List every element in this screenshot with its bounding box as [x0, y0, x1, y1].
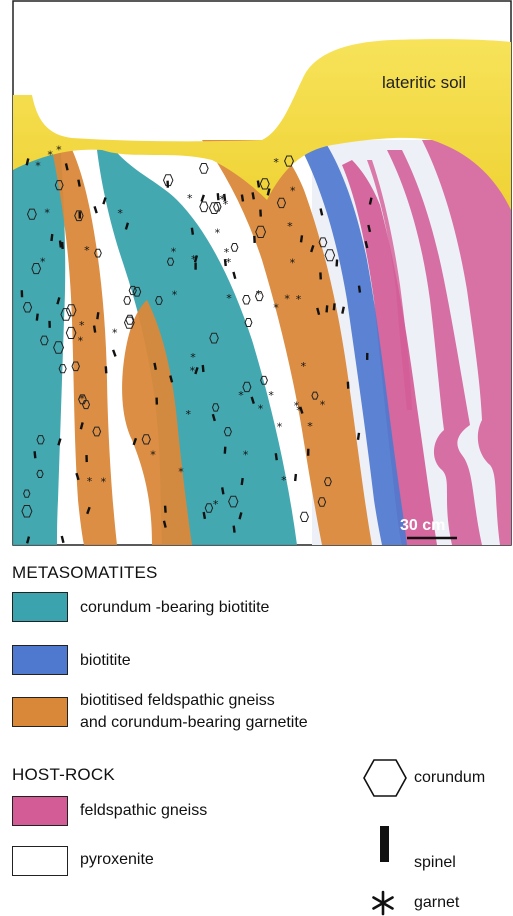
- garnet-symbol: *: [301, 360, 307, 373]
- spinel-symbol: [259, 209, 262, 216]
- garnet-symbol: *: [215, 226, 221, 239]
- garnet-symbol: *: [268, 389, 274, 402]
- spinel-symbol: [61, 242, 64, 249]
- garnet-symbol: *: [191, 253, 197, 266]
- spinel-symbol: [166, 181, 169, 188]
- swatch-biotitised-gneiss: [12, 697, 68, 727]
- label-corundum-bearing-biotitite: corundum -bearing biotitite: [80, 598, 269, 618]
- garnet-symbol: *: [47, 148, 53, 161]
- label-corundum: corundum: [414, 768, 485, 788]
- spinel-symbol: [347, 382, 350, 389]
- garnet-symbol: *: [273, 301, 279, 314]
- host-rock-heading: HOST-ROCK: [12, 765, 115, 785]
- spinel-symbol: [21, 290, 24, 297]
- label-spinel: spinel: [414, 853, 456, 873]
- label-biotitised-gneiss-line1: biotitised feldspathic gneiss: [80, 691, 275, 711]
- garnet-symbol: *: [186, 408, 192, 421]
- spinel-symbol: [48, 321, 51, 328]
- garnet-symbol: *: [273, 156, 279, 169]
- label-garnet: garnet: [414, 893, 459, 913]
- spinel-symbol: [79, 212, 82, 219]
- garnet-symbol: *: [213, 498, 219, 511]
- garnet-symbol: *: [190, 351, 196, 364]
- garnet-symbol: *: [178, 466, 184, 479]
- garnet-symbol: *: [172, 288, 178, 301]
- spinel-symbol: [335, 259, 338, 266]
- garnet-symbol: *: [307, 420, 313, 433]
- corundum-biotitite-left: [13, 140, 65, 545]
- garnet-symbol: *: [56, 143, 62, 156]
- label-feldspathic-gneiss: feldspathic gneiss: [80, 801, 207, 821]
- label-pyroxenite: pyroxenite: [80, 850, 154, 870]
- garnet-symbol: *: [320, 399, 326, 412]
- garnet-symbol: *: [296, 404, 302, 417]
- spinel-symbol: [224, 447, 227, 454]
- garnet-symbol: *: [226, 256, 232, 269]
- garnet-symbol: *: [40, 256, 46, 269]
- garnet-symbol: *: [296, 293, 302, 306]
- spinel-symbol: [253, 236, 256, 243]
- label-biotitised-gneiss-line2: and corundum-bearing garnetite: [80, 713, 308, 733]
- garnet-symbol: *: [84, 244, 90, 257]
- garnet-symbol: *: [243, 448, 249, 461]
- soil-label: lateritic soil: [382, 73, 466, 92]
- hexagon-icon: [362, 758, 408, 798]
- spinel-symbol: [319, 272, 322, 279]
- garnet-symbol: *: [171, 246, 177, 259]
- spinel-symbol: [307, 449, 310, 456]
- garnet-symbol: *: [277, 421, 283, 434]
- spinel-symbol: [155, 398, 158, 405]
- garnet-symbol: *: [87, 475, 93, 488]
- spinel-symbol: [85, 455, 88, 462]
- garnet-symbol: *: [226, 292, 232, 305]
- swatch-feldspathic-gneiss: [12, 796, 68, 826]
- bar-icon: [378, 824, 392, 864]
- asterisk-icon: [370, 890, 396, 916]
- garnet-symbol: *: [287, 220, 293, 233]
- garnet-symbol: *: [101, 476, 107, 489]
- scale-label: 30 cm: [400, 517, 445, 534]
- metasomatites-heading: METASOMATITES: [12, 563, 158, 583]
- garnet-symbol: *: [112, 327, 118, 340]
- garnet-symbol: *: [238, 389, 244, 402]
- garnet-symbol: *: [223, 198, 229, 211]
- garnet-symbol: *: [150, 449, 156, 462]
- garnet-symbol: *: [284, 293, 290, 306]
- spinel-symbol: [105, 366, 108, 373]
- garnet-symbol: *: [78, 335, 84, 348]
- swatch-pyroxenite: [12, 846, 68, 876]
- garnet-symbol: *: [35, 160, 41, 173]
- garnet-symbol: *: [79, 319, 85, 332]
- garnet-symbol: *: [44, 207, 50, 220]
- swatch-biotitite: [12, 645, 68, 675]
- swatch-corundum-bearing-biotitite: [12, 592, 68, 622]
- garnet-symbol: *: [117, 207, 123, 220]
- garnet-symbol: *: [187, 192, 193, 205]
- geological-section: ****************************************…: [12, 0, 512, 546]
- label-biotitite: biotitite: [80, 651, 131, 671]
- garnet-symbol: *: [290, 257, 296, 270]
- spinel-symbol: [164, 506, 167, 513]
- section-drawing: ****************************************…: [12, 0, 512, 546]
- garnet-symbol: *: [258, 402, 264, 415]
- garnet-symbol: *: [190, 365, 196, 378]
- garnet-symbol: *: [281, 474, 287, 487]
- garnet-symbol: *: [290, 184, 296, 197]
- spinel-symbol: [366, 353, 369, 360]
